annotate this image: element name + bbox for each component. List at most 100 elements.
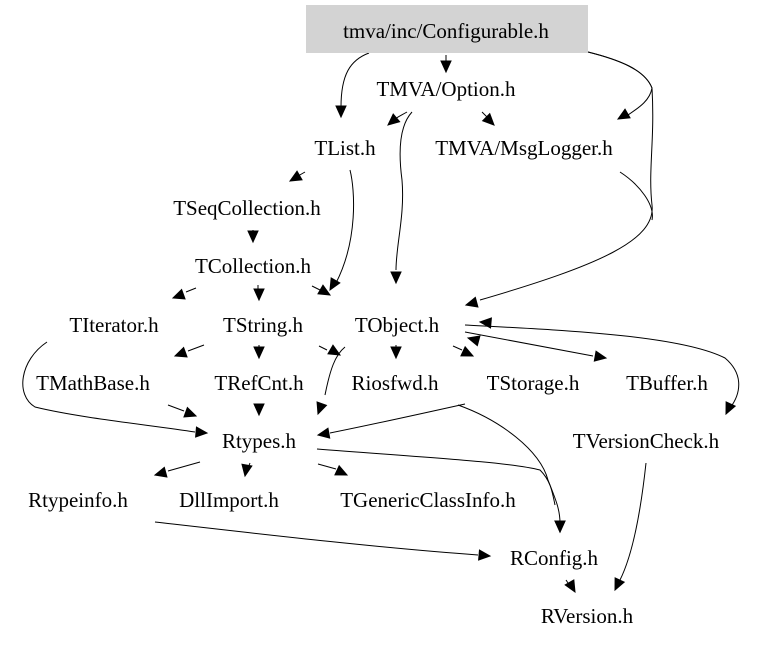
node-tcollection[interactable]: TCollection.h <box>195 254 312 278</box>
edge-line <box>167 404 185 412</box>
node-label[interactable]: TObject.h <box>355 313 440 337</box>
edge-tstring-to-rtypes <box>316 346 346 416</box>
edge-tstring-to-trefcnt <box>253 345 265 360</box>
arrowhead-icon <box>329 277 341 292</box>
edge-line <box>324 346 346 396</box>
arrowhead-icon <box>195 426 209 438</box>
edge-tobject-to-riosfwd <box>390 345 402 360</box>
arrowhead-icon <box>253 346 265 360</box>
edge-rtypes-to-rconfig <box>316 448 556 506</box>
node-label[interactable]: TSeqCollection.h <box>173 196 321 220</box>
arrowhead-icon <box>334 464 349 476</box>
arrowhead-icon <box>171 288 186 300</box>
edge-msglogger-to-tobject <box>619 171 653 221</box>
node-label[interactable]: Rtypeinfo.h <box>28 488 128 512</box>
edge-rtypes-to-dllimport <box>241 462 253 478</box>
arrowhead-icon <box>466 335 481 347</box>
node-rtypeinfo[interactable]: Rtypeinfo.h <box>28 488 128 512</box>
node-dllimport[interactable]: DllImport.h <box>179 488 279 512</box>
arrowhead-icon <box>253 288 265 302</box>
arrowhead-icon <box>241 463 253 478</box>
edge-titerator-to-rtypes <box>22 341 209 438</box>
arrowhead-icon <box>464 296 479 308</box>
root-node-background <box>306 5 588 53</box>
node-label[interactable]: DllImport.h <box>179 488 279 512</box>
node-label[interactable]: TGenericClassInfo.h <box>340 488 516 512</box>
edge-tlist-to-tseqcollection <box>288 170 306 182</box>
node-label[interactable]: TMVA/MsgLogger.h <box>435 136 613 160</box>
node-configurable[interactable]: tmva/inc/Configurable.h <box>306 5 588 53</box>
node-label[interactable]: Riosfwd.h <box>352 371 439 395</box>
edge-line <box>329 403 466 434</box>
arrowhead-icon <box>440 60 452 74</box>
node-label[interactable]: tmva/inc/Configurable.h <box>343 19 549 43</box>
arrowhead-icon <box>614 577 626 592</box>
edge-tcollection-to-tstring <box>253 285 265 302</box>
edge-line <box>22 341 196 433</box>
edge-tlist-to-tobject <box>329 169 355 292</box>
node-label[interactable]: TBuffer.h <box>626 371 708 395</box>
node-label[interactable]: TVersionCheck.h <box>573 429 720 453</box>
edge-line <box>464 331 594 357</box>
edge-line <box>464 324 740 409</box>
node-label[interactable]: TCollection.h <box>195 254 312 278</box>
node-riosfwd[interactable]: Riosfwd.h <box>352 371 439 395</box>
edges-layer <box>22 51 740 594</box>
node-rconfig[interactable]: RConfig.h <box>510 546 599 570</box>
edge-tobject-to-tbuffer <box>464 331 608 362</box>
node-label[interactable]: TStorage.h <box>487 371 580 395</box>
node-tstring[interactable]: TString.h <box>223 313 303 337</box>
node-label[interactable]: TList.h <box>314 136 376 160</box>
node-rversion[interactable]: RVersion.h <box>541 604 634 628</box>
arrowhead-icon <box>460 345 475 357</box>
edge-tcollection-to-tobject <box>311 284 332 296</box>
node-tseqcollection[interactable]: TSeqCollection.h <box>173 196 321 220</box>
node-label[interactable]: RConfig.h <box>510 546 599 570</box>
edge-tobject-to-tstorage <box>452 345 475 357</box>
node-label[interactable]: RVersion.h <box>541 604 634 628</box>
node-tlist[interactable]: TList.h <box>314 136 376 160</box>
node-tstorage[interactable]: TStorage.h <box>487 371 580 395</box>
arrowhead-icon <box>317 284 332 296</box>
edge-configurable-to-tlist <box>335 52 370 119</box>
node-tgenericclassinfo[interactable]: TGenericClassInfo.h <box>340 488 516 512</box>
arrowhead-icon <box>153 466 168 478</box>
edge-tstring-to-tmathbase <box>173 344 205 358</box>
node-rtypes[interactable]: Rtypes.h <box>222 429 297 453</box>
node-label[interactable]: TMathBase.h <box>36 371 150 395</box>
arrowhead-icon <box>725 401 737 416</box>
node-msglogger[interactable]: TMVA/MsgLogger.h <box>435 136 613 160</box>
node-titerator[interactable]: TIterator.h <box>69 313 159 337</box>
edge-rtypes-to-tgenericclassinfo <box>317 463 349 476</box>
arrowhead-icon <box>335 105 347 119</box>
node-trefcnt[interactable]: TRefCnt.h <box>214 371 304 395</box>
node-tobject[interactable]: TObject.h <box>355 313 440 337</box>
edge-line <box>316 448 556 506</box>
edge-line <box>187 344 205 352</box>
arrowhead-icon <box>183 406 198 418</box>
edge-tobject-to-tversioncheck <box>464 324 740 416</box>
node-label[interactable]: TMVA/Option.h <box>376 77 516 101</box>
arrowhead-icon <box>173 346 188 358</box>
nodes-layer: tmva/inc/Configurable.hTMVA/Option.hTLis… <box>28 5 720 628</box>
edge-line <box>311 285 321 291</box>
edge-line <box>317 463 337 470</box>
node-tversioncheck[interactable]: TVersionCheck.h <box>573 429 720 453</box>
node-option[interactable]: TMVA/Option.h <box>376 77 516 101</box>
node-label[interactable]: Rtypes.h <box>222 429 297 453</box>
arrowhead-icon <box>253 403 265 417</box>
arrowhead-icon <box>316 401 328 416</box>
edge-tstring-to-riosfwd <box>318 344 342 356</box>
edge-trefcnt-to-rtypes <box>253 403 265 417</box>
edge-line <box>457 404 561 524</box>
node-tbuffer[interactable]: TBuffer.h <box>626 371 708 395</box>
edge-line <box>619 171 653 221</box>
node-label[interactable]: TRefCnt.h <box>214 371 304 395</box>
node-tmathbase[interactable]: TMathBase.h <box>36 371 150 395</box>
edge-tmathbase-to-rtypes <box>167 404 198 418</box>
node-label[interactable]: TString.h <box>223 313 303 337</box>
node-label[interactable]: TIterator.h <box>69 313 159 337</box>
edge-line <box>318 345 328 351</box>
edge-line <box>335 169 355 284</box>
